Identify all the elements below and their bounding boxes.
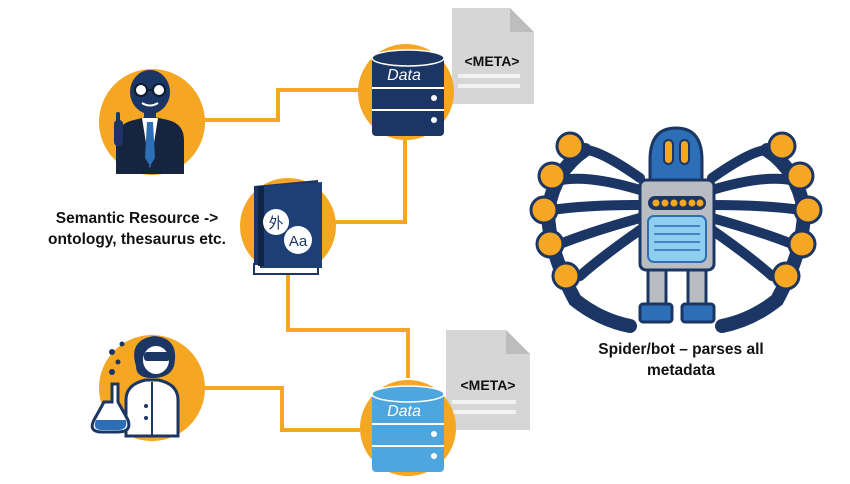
data-bottom-label: Data <box>387 403 421 420</box>
spider-bot-label: Spider/bot – parses all metadata <box>556 339 806 381</box>
business-person-icon <box>114 70 184 174</box>
connector-data-top-to-book <box>330 130 407 224</box>
meta-document-bottom-icon: <META> <box>446 330 530 430</box>
robot-head <box>648 126 704 182</box>
book-icon: 外 Aa <box>253 180 322 275</box>
database-top-icon: Data <box>371 49 445 136</box>
robot-right-legs <box>707 131 823 333</box>
connector-user-to-data-top <box>186 88 360 122</box>
scientist-icon <box>90 336 180 438</box>
database-bottom-icon: Data <box>371 385 445 472</box>
robot-left-legs <box>529 131 645 333</box>
robot-feet <box>638 268 716 324</box>
book-latin-glyph: Aa <box>289 233 308 250</box>
connector-scientist-to-data-bottom <box>205 386 360 432</box>
meta-tag-bottom: <META> <box>461 377 516 393</box>
scientist-node <box>90 335 205 441</box>
robot-body <box>638 178 716 272</box>
book-latin-bubble <box>284 226 312 254</box>
book-cjk-bubble <box>263 209 289 235</box>
connector-book-to-data-bottom <box>286 270 410 378</box>
data-node-bottom: <META> Data <box>360 330 530 476</box>
meta-tag-top: <META> <box>465 53 520 69</box>
book-node: 外 Aa <box>240 178 336 275</box>
book-cjk-glyph: 外 <box>268 215 283 232</box>
spider-robot-icon <box>529 126 823 333</box>
semantic-resource-label-line1: Semantic Resource -> <box>55 210 219 227</box>
semantic-resource-label: Semantic Resource -> ontology, thesaurus… <box>22 208 252 250</box>
data-node-top: <META> Data <box>358 8 534 140</box>
spider-bot-label-line2: metadata <box>646 362 716 379</box>
business-person-node <box>99 69 205 175</box>
connectors <box>186 88 410 432</box>
spider-bot-label-line1: Spider/bot – parses all <box>598 341 764 358</box>
data-top-label: Data <box>387 67 421 84</box>
meta-document-top-icon: <META> <box>452 8 534 104</box>
semantic-resource-label-line2: ontology, thesaurus etc. <box>48 231 226 248</box>
